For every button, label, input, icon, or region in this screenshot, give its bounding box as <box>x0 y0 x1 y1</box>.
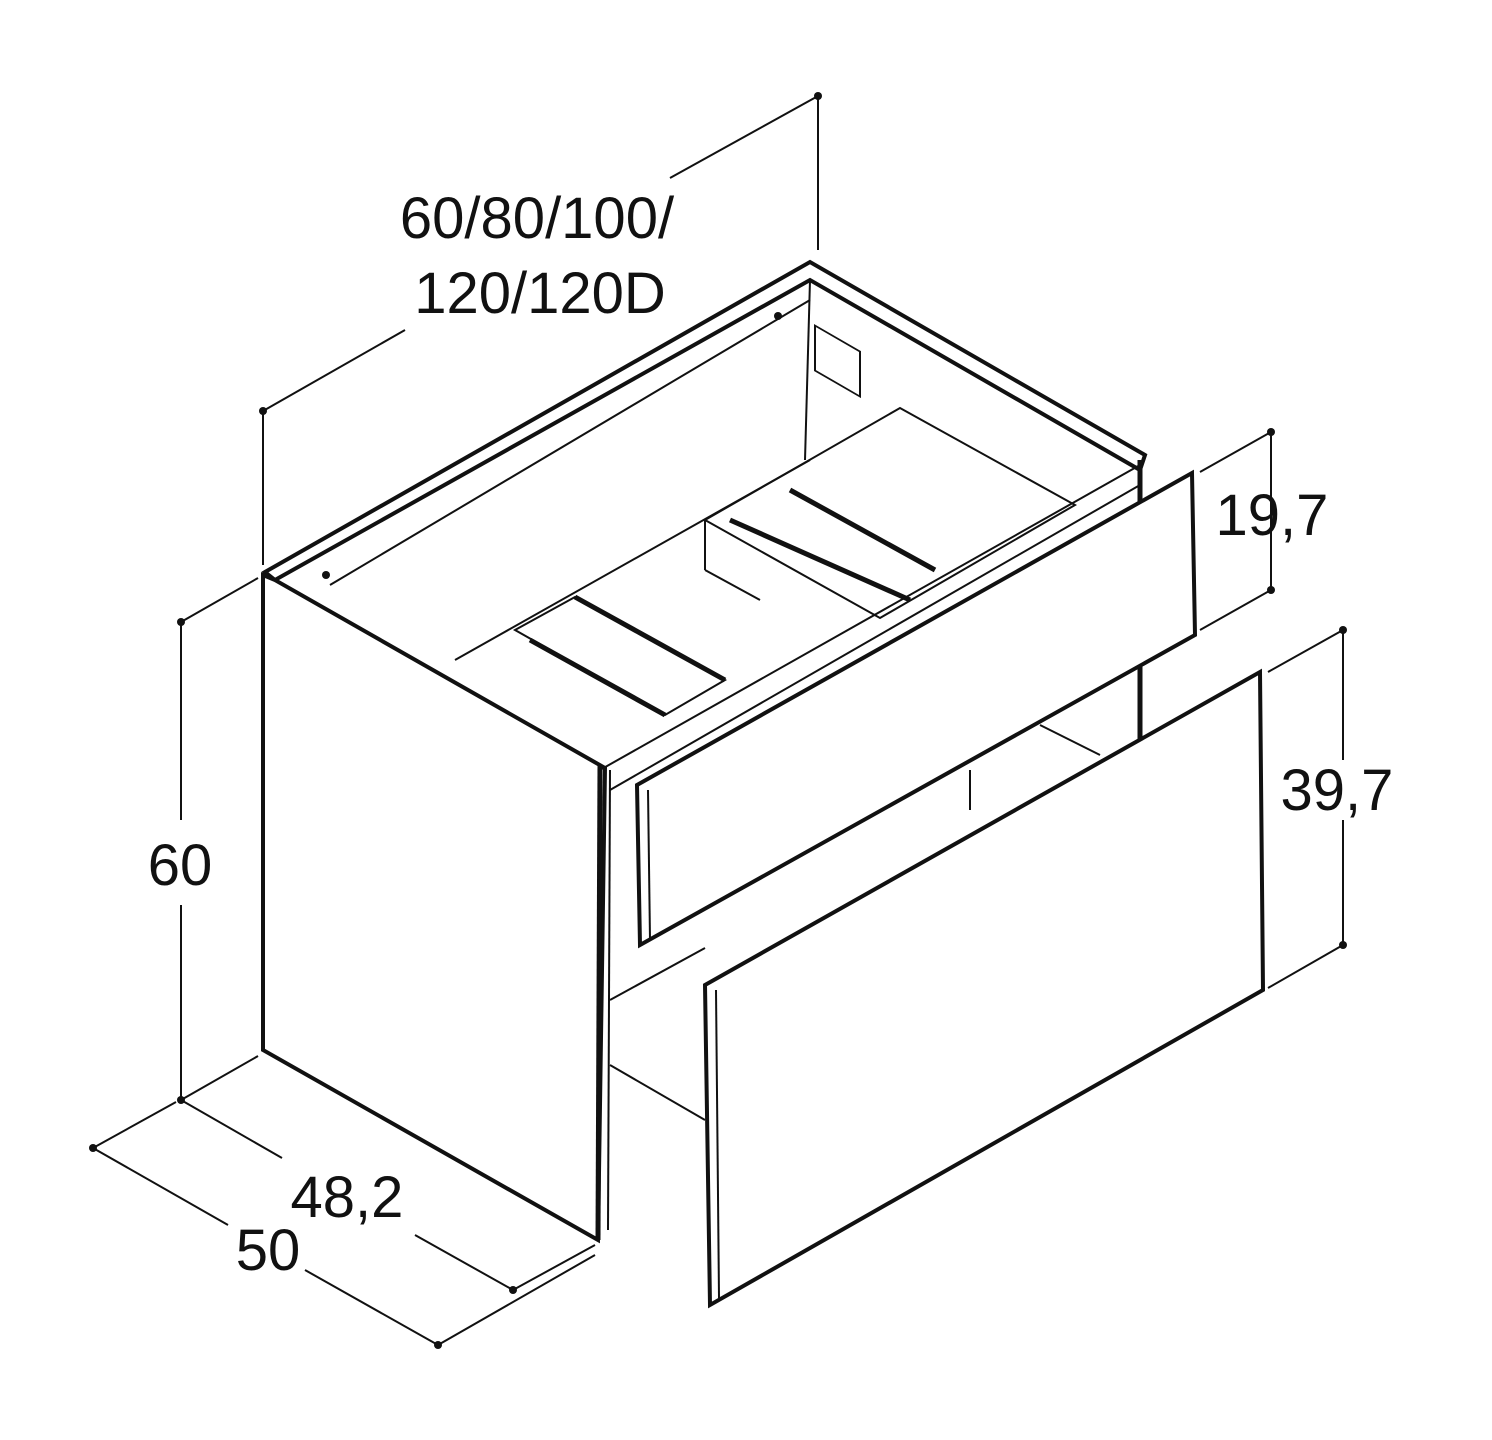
inner-depth-dimension: 48,2 <box>180 1099 596 1294</box>
bottom-drawer-height-label: 39,7 <box>1281 758 1394 823</box>
bottom-drawer-height-dimension: 39,7 <box>1267 626 1394 989</box>
upper-drawer-front <box>634 469 1198 949</box>
width-label-line2: 120/120D <box>414 261 666 326</box>
width-dimension: 60/80/100/ 120/120D <box>259 92 822 565</box>
inner-drawer-boxes <box>512 406 1078 718</box>
total-depth-label: 50 <box>236 1218 301 1283</box>
top-drawer-height-label: 19,7 <box>1216 483 1329 548</box>
height-dimension: 60 <box>148 577 259 1104</box>
cabinet-carcass <box>261 259 1148 1244</box>
top-drawer-height-dimension: 19,7 <box>1199 428 1329 631</box>
width-label-line1: 60/80/100/ <box>400 186 675 251</box>
lower-drawer-front <box>702 668 1266 1309</box>
height-label: 60 <box>148 833 213 898</box>
total-depth-dimension: 50 <box>89 1101 596 1349</box>
inner-depth-label: 48,2 <box>291 1165 404 1230</box>
